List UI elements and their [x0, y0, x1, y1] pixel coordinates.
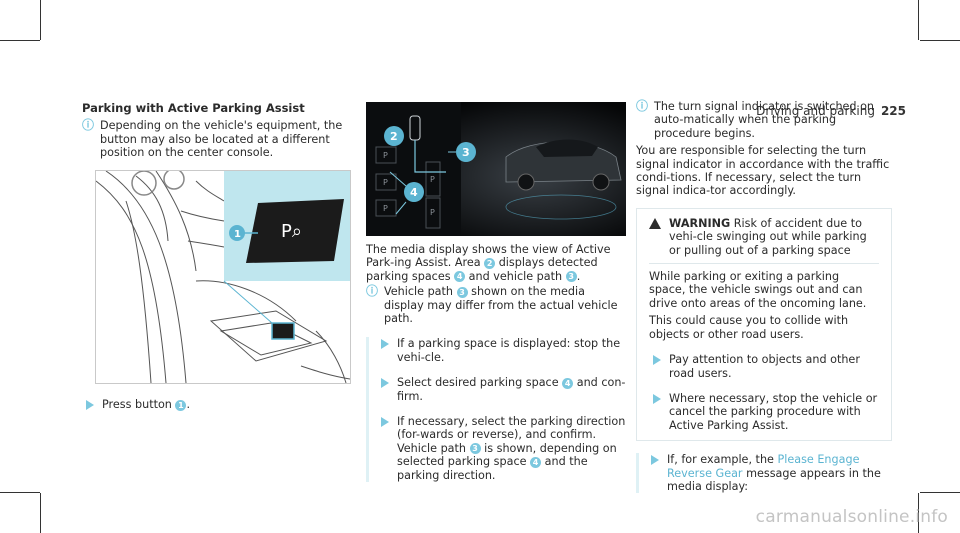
crop-mark — [0, 40, 40, 41]
info-icon: ⓘ — [366, 284, 379, 299]
slot-p-label: P — [430, 175, 435, 184]
slot-p-label: P — [383, 178, 388, 187]
slot-p-label: P — [430, 208, 435, 217]
warning-box: WARNING Risk of accident due to vehi-cle… — [636, 207, 892, 442]
responsibility-paragraph: You are responsible for selecting the tu… — [636, 144, 890, 198]
callout-4-badge: 4 — [562, 377, 574, 389]
callout-3-badge: 3 — [565, 271, 577, 283]
info-icon: ⓘ — [636, 99, 649, 113]
callout-4-badge: 4 — [530, 456, 542, 468]
step-arrow-icon — [381, 417, 389, 428]
display-message: Please Engage Reverse Gear — [667, 453, 860, 480]
crop-mark — [918, 493, 919, 533]
warning-label: WARNING — [669, 216, 731, 230]
step-arrow-icon — [86, 400, 94, 410]
callout-1-badge: 1 — [175, 399, 187, 411]
step-select-direction: If necessary, select the parking directi… — [377, 415, 626, 482]
step-text-end: . — [186, 398, 191, 411]
info-text: The turn signal indicator is switched on… — [654, 100, 875, 140]
step-text: Where necessary, stop the vehicle or can… — [669, 391, 878, 432]
crop-mark — [40, 493, 41, 533]
watermark: carmanualsonline.info — [755, 507, 948, 527]
step-press-button: Press button 1. — [82, 398, 350, 411]
step-text: Press button — [102, 398, 172, 411]
warning-triangle-icon — [649, 217, 661, 229]
column-2: The media display shows the view of Acti… — [366, 243, 626, 483]
crop-mark — [40, 0, 41, 40]
warning-text: While parking or exiting a parking space… — [649, 270, 867, 310]
slot-p-label: P — [383, 204, 388, 213]
step-arrow-icon — [381, 339, 389, 350]
callout-3-label: 3 — [462, 146, 470, 159]
park-assist-symbol: P⌕ — [281, 221, 302, 242]
callout-2-badge: 2 — [484, 257, 496, 269]
warning-step: Where necessary, stop the vehicle or can… — [649, 392, 879, 432]
page-number: 225 — [880, 104, 906, 118]
media-display-illustration: P P P P P 2 3 4 — [366, 102, 626, 236]
info-icon: ⓘ — [82, 118, 95, 133]
callout-3-badge: 3 — [469, 443, 481, 455]
callout-3-badge: 3 — [456, 286, 468, 298]
step-arrow-icon — [381, 378, 389, 389]
callout-4-label: 4 — [410, 186, 418, 199]
callout-4-badge: 4 — [454, 271, 466, 283]
callout-2-label: 2 — [390, 130, 398, 143]
column-1-step: Press button 1. — [82, 386, 350, 411]
column-1: Parking with Active Parking Assist ⓘ Dep… — [82, 96, 350, 160]
section-heading: Parking with Active Parking Assist — [82, 101, 305, 115]
step-reverse-gear: If, for example, the Please Engage Rever… — [647, 453, 892, 493]
steps-list: If, for example, the Please Engage Rever… — [636, 453, 892, 494]
steps-list: If a parking space is displayed: stop th… — [366, 337, 626, 483]
crop-mark — [920, 492, 960, 493]
step-arrow-icon — [651, 455, 659, 466]
step-stop-vehicle: If a parking space is displayed: stop th… — [377, 337, 626, 364]
column-3: ⓘ The turn signal indicator is switched … — [636, 100, 892, 494]
media-display-figure: P P P P P 2 3 4 — [366, 102, 626, 236]
warning-header: WARNING Risk of accident due to vehi-cle… — [649, 216, 879, 265]
media-display-paragraph: The media display shows the view of Acti… — [366, 243, 611, 283]
warning-title: Risk of accident due to vehi-cle swingin… — [669, 216, 867, 257]
step-text: Pay attention to objects and other road … — [669, 353, 860, 380]
crop-mark — [0, 492, 40, 493]
warning-step: Pay attention to objects and other road … — [649, 353, 879, 380]
warning-text: This could cause you to collide with obj… — [649, 314, 849, 341]
step-arrow-icon — [653, 355, 661, 366]
step-arrow-icon — [653, 393, 661, 404]
page-header: Driving and parking 225 — [756, 104, 906, 118]
crop-mark — [920, 40, 960, 41]
step-text: If necessary, select the parking directi… — [397, 415, 626, 442]
info-note: ⓘ Depending on the vehicle's equipment, … — [82, 119, 350, 159]
info-note: ⓘ Vehicle path 3 shown on the media disp… — [366, 284, 618, 326]
section-title: Driving and parking — [756, 104, 875, 118]
slot-p-label: P — [383, 151, 388, 160]
callout-1-label: 1 — [234, 229, 241, 240]
info-text: Depending on the vehicle's equipment, th… — [100, 119, 343, 160]
info-note: ⓘ The turn signal indicator is switched … — [636, 100, 892, 140]
step-select-space: Select desired parking space 4 and con-f… — [377, 376, 626, 403]
console-illustration: P⌕ 1 — [96, 171, 350, 383]
center-console-figure: P⌕ 1 — [95, 170, 351, 384]
crop-mark — [918, 0, 919, 40]
step-text: If a parking space is displayed: stop th… — [397, 337, 621, 364]
